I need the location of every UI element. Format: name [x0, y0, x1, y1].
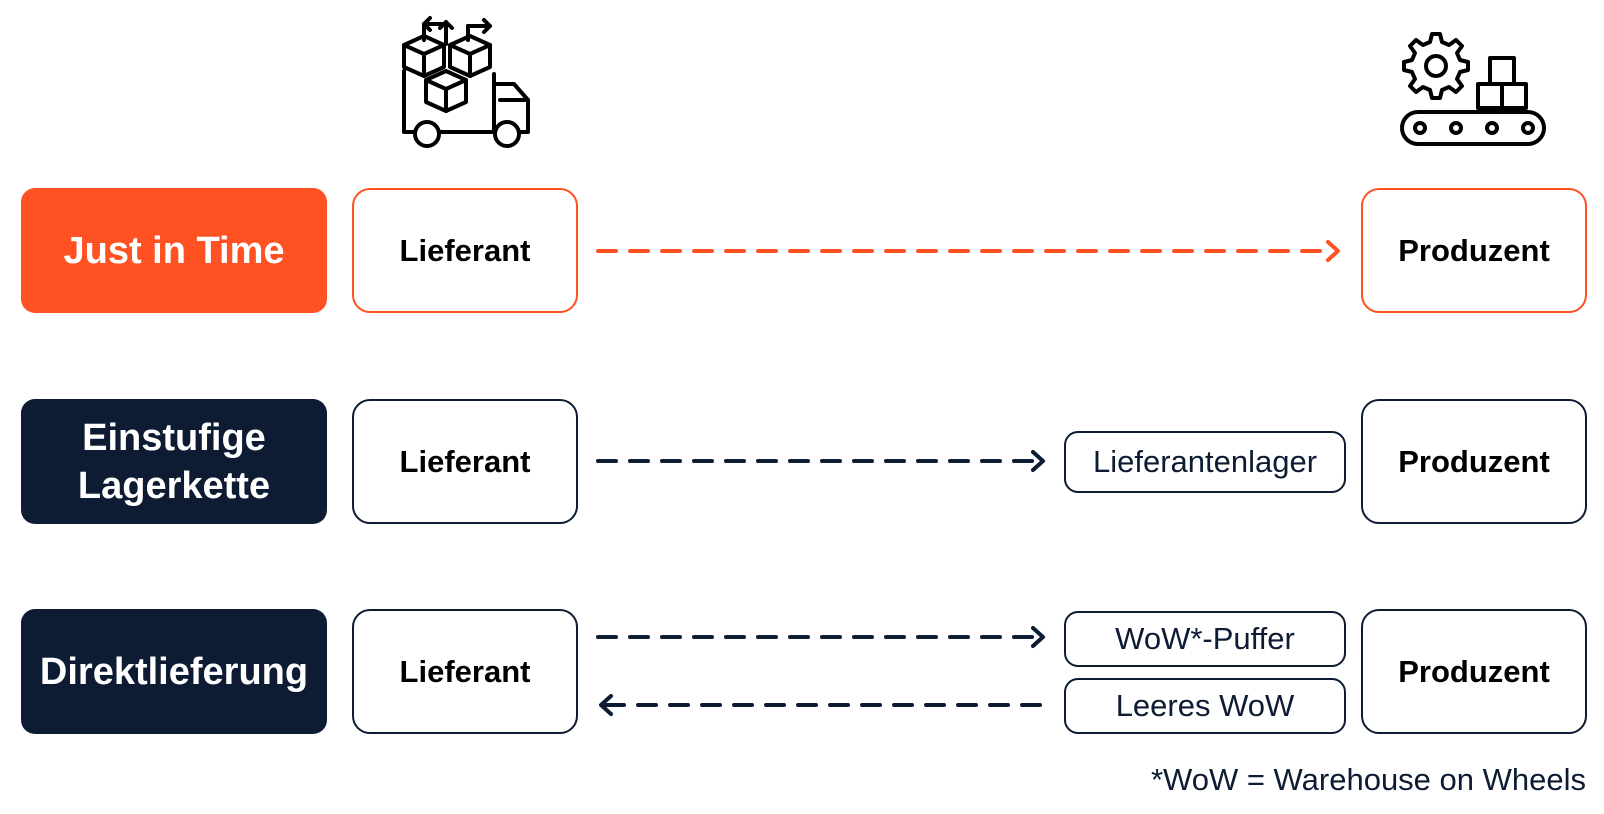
- gear-conveyor-belt-icon: [1400, 32, 1546, 146]
- node-produzent-direkt: Produzent: [1361, 609, 1587, 734]
- node-lieferant-lagerkette: Lieferant: [352, 399, 578, 524]
- node-lieferant-direkt: Lieferant: [352, 609, 578, 734]
- row-label-einstufige-lagerkette: Einstufige Lagerkette: [21, 399, 327, 524]
- node-produzent-lagerkette: Produzent: [1361, 399, 1587, 524]
- arrowhead-direkt-backward: [599, 694, 613, 716]
- node-lieferant-jit: Lieferant: [352, 188, 578, 313]
- node-wow-puffer: WoW*-Puffer: [1064, 611, 1346, 667]
- node-lieferantenlager: Lieferantenlager: [1064, 431, 1346, 493]
- row-label-direktlieferung: Direktlieferung: [21, 609, 327, 734]
- arrowhead-jit-forward: [1326, 240, 1340, 262]
- row-label-just-in-time: Just in Time: [21, 188, 327, 313]
- footnote: *WoW = Warehouse on Wheels: [1150, 762, 1586, 797]
- node-leeres-wow: Leeres WoW: [1064, 678, 1346, 734]
- arrowhead-lagerkette-forward: [1031, 450, 1045, 472]
- truck-with-boxes-icon: [402, 16, 530, 148]
- arrowhead-direkt-forward: [1031, 626, 1045, 648]
- node-produzent-jit: Produzent: [1361, 188, 1587, 313]
